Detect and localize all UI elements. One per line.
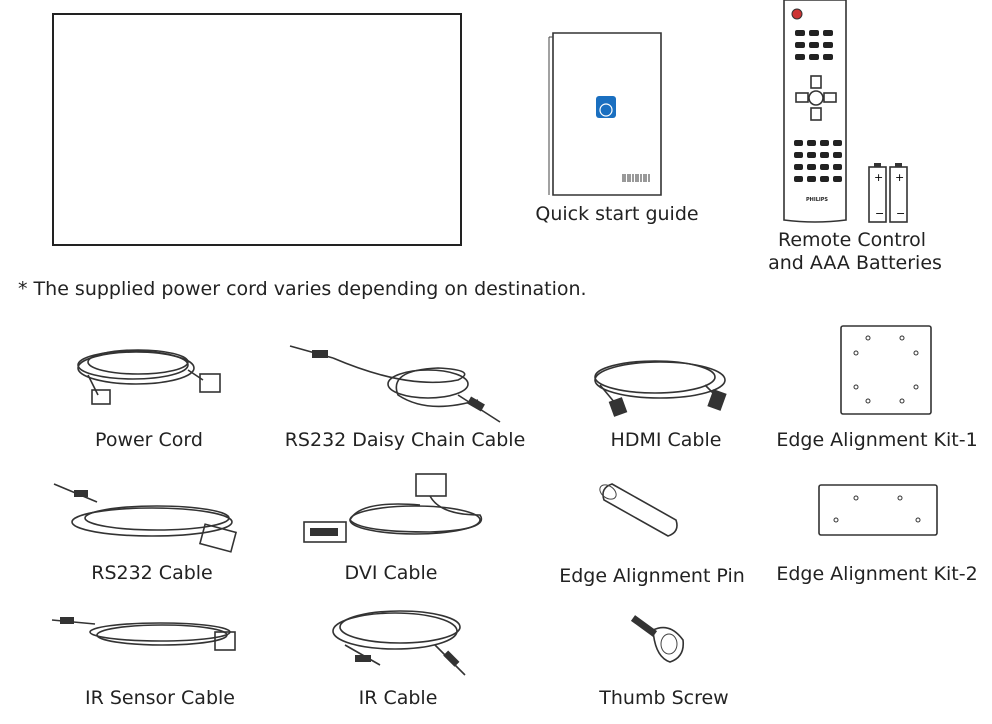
item-label-power-cord: Power Cord	[95, 429, 203, 451]
dvi-cable-illustration	[303, 473, 483, 543]
edge-alignment-kit-2-illustration	[818, 484, 938, 536]
item-label-dvi-cable: DVI Cable	[344, 562, 438, 584]
quick-start-guide-illustration	[548, 32, 662, 196]
philips-logo-icon	[596, 96, 616, 118]
hdmi-cable-illustration	[594, 360, 727, 417]
item-label-edge-alignment-pin: Edge Alignment Pin	[559, 565, 745, 587]
remote-brand-text: PHILIPS	[806, 197, 829, 203]
rs232-cable-illustration	[53, 483, 238, 553]
svg-text:+: +	[895, 171, 904, 184]
ir-cable-illustration	[332, 610, 466, 676]
item-label-ir-cable: IR Cable	[358, 687, 438, 709]
remote-label-line2: and AAA Batteries	[768, 252, 942, 274]
svg-text:−: −	[896, 207, 905, 220]
item-label-edge-alignment-kit-2: Edge Alignment Kit-2	[776, 563, 978, 585]
remote-label-line1: Remote Control	[777, 229, 927, 251]
svg-text:−: −	[875, 207, 884, 220]
power-cord-illustration	[77, 349, 221, 405]
rs232-daisy-chain-cable-illustration	[289, 345, 501, 423]
ir-sensor-cable-illustration	[51, 617, 236, 651]
power-cord-note: * The supplied power cord varies dependi…	[18, 278, 587, 300]
remote-control-illustration	[783, 0, 847, 223]
edge-alignment-kit-1-illustration	[840, 325, 932, 415]
aaa-batteries-illustration: + + −−	[868, 163, 908, 223]
item-label-rs232-cable: RS232 Cable	[91, 562, 213, 584]
monitor-illustration	[52, 13, 462, 246]
item-label-edge-alignment-kit-1: Edge Alignment Kit-1	[776, 429, 978, 451]
item-label-hdmi-cable: HDMI Cable	[610, 429, 722, 451]
edge-alignment-pin-illustration	[599, 483, 678, 537]
item-label-ir-sensor-cable: IR Sensor Cable	[85, 687, 235, 709]
item-label-rs232-daisy-chain-cable: RS232 Daisy Chain Cable	[284, 429, 526, 451]
quick-start-guide-label: Quick start guide	[535, 203, 699, 225]
svg-text:+: +	[874, 171, 883, 184]
thumb-screw-illustration	[630, 615, 685, 663]
item-label-thumb-screw: Thumb Screw	[599, 687, 729, 709]
